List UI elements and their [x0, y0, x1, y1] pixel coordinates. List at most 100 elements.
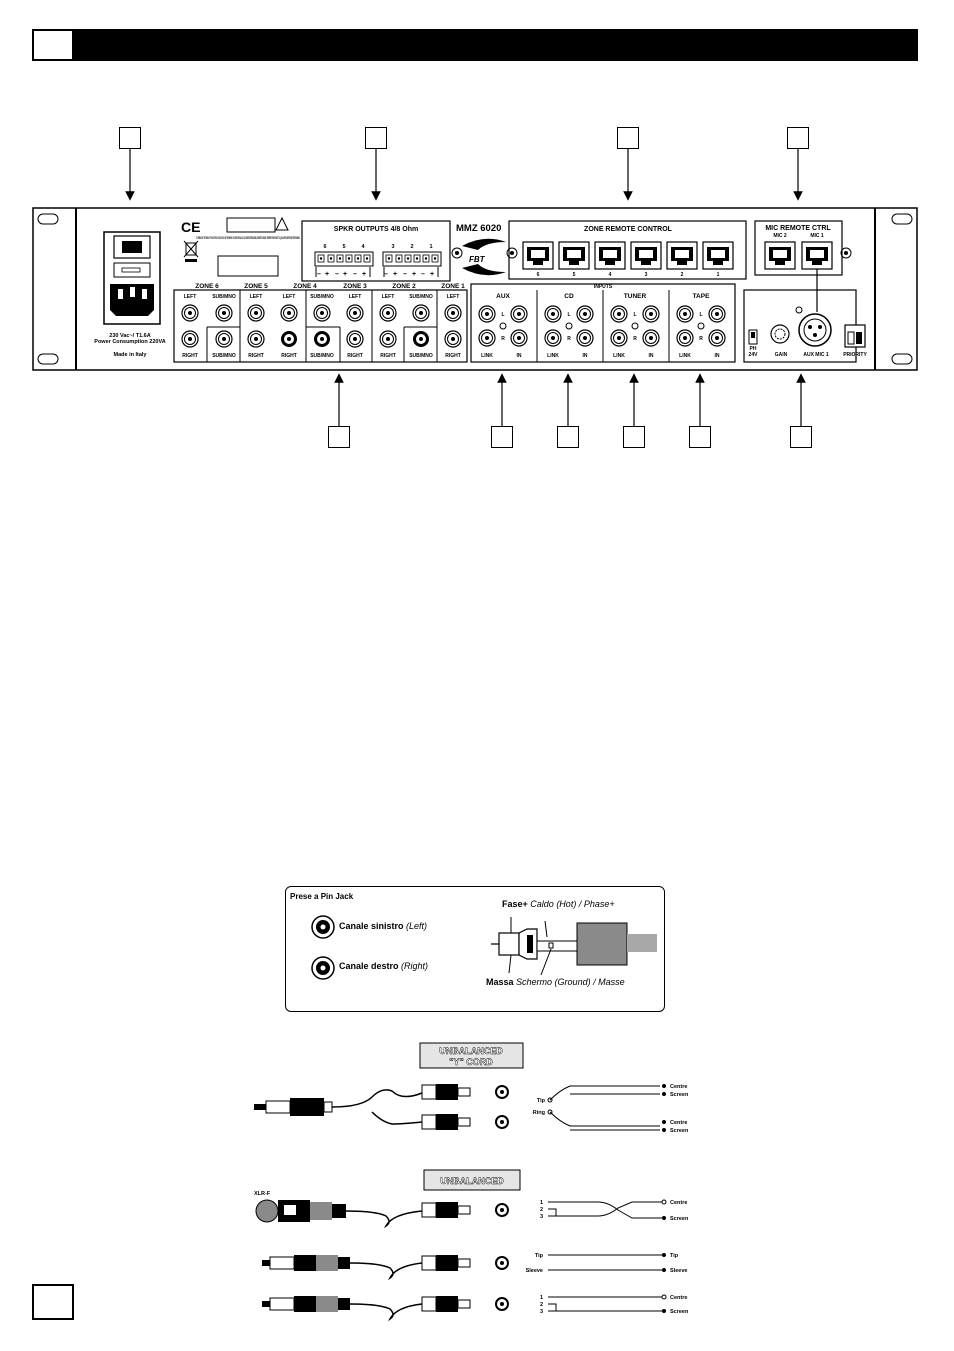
- tip-label-1: Tip: [537, 1098, 546, 1104]
- screw-terminal-dot: [406, 257, 410, 260]
- in-label: IN: [517, 353, 522, 359]
- in-label: IN: [649, 353, 654, 359]
- polarity-plus: +: [393, 271, 397, 278]
- screw-terminal-dot: [433, 257, 437, 260]
- callout-box: [491, 426, 513, 448]
- polarity-minus: –: [384, 271, 388, 278]
- svg-text:1: 1: [540, 1200, 543, 1206]
- link-label: LINK: [613, 353, 625, 359]
- y-cord-title-1: UNBALANCED: [439, 1046, 503, 1056]
- in-label: IN: [715, 353, 720, 359]
- mic-remote-title: MIC REMOTE CTRL: [765, 225, 831, 232]
- power-rating: 230 Vac~/ T1.6A: [109, 333, 150, 339]
- polarity-plus: +: [343, 271, 347, 278]
- rca-jack: [676, 329, 694, 347]
- svg-text:Sleeve: Sleeve: [670, 1268, 687, 1274]
- screw-terminal-dot: [329, 257, 333, 260]
- svg-text:2: 2: [540, 1207, 543, 1213]
- svg-text:1: 1: [540, 1295, 543, 1301]
- rca-jack: [544, 305, 562, 323]
- rj45-port: [666, 241, 698, 270]
- zone-name: ZONE 3: [343, 283, 367, 290]
- rca-jack: [444, 304, 462, 322]
- polarity-plus: +: [412, 271, 416, 278]
- ground-screw: [631, 322, 639, 330]
- mic2-label: MIC 2: [773, 233, 787, 239]
- ground-label: Massa Schermo (Ground) / Masse: [486, 977, 625, 987]
- svg-text:Centre: Centre: [670, 1200, 687, 1206]
- link-label: LINK: [481, 353, 493, 359]
- panel-label: RIGHT: [445, 353, 461, 359]
- rj45-port: [630, 241, 662, 270]
- input-name: CD: [564, 293, 574, 300]
- panel-label: LEFT: [283, 294, 296, 300]
- rca-jack: [510, 305, 528, 323]
- svg-text:3: 3: [540, 1214, 543, 1220]
- svg-text:Centre: Centre: [670, 1120, 687, 1126]
- input-name: AUX: [496, 293, 510, 300]
- svg-text:Centre: Centre: [670, 1295, 687, 1301]
- rca-jack: [379, 304, 397, 322]
- rca-jack: [313, 304, 331, 322]
- zone-remote-number: 5: [573, 272, 576, 278]
- panel-label: RIGHT: [182, 353, 198, 359]
- aux-mic-label: AUX MIC 1: [803, 352, 829, 358]
- xlr-input: [795, 306, 832, 347]
- warning-text: TO REDUCE THE RISK OF ELECTRIC SHOCK DO …: [196, 236, 300, 240]
- channel-l: L: [633, 312, 636, 318]
- channel-l: L: [501, 312, 504, 318]
- panel-label: RIGHT: [281, 353, 297, 359]
- rca-jack: [478, 305, 496, 323]
- section-header-bar: [74, 29, 918, 61]
- panel-label: LEFT: [349, 294, 362, 300]
- rca-jack: [181, 330, 199, 348]
- spkr-number: 2: [410, 244, 413, 250]
- zone-name: ZONE 5: [244, 283, 268, 290]
- page-number-box-bottom: [32, 1284, 74, 1320]
- svg-text:Tip: Tip: [670, 1253, 679, 1259]
- spkr-number: 3: [391, 244, 394, 250]
- spkr-number: 5: [342, 244, 345, 250]
- channel-r: R: [699, 336, 703, 342]
- ring-label: Ring: [533, 1110, 545, 1116]
- ground-screw: [697, 322, 705, 330]
- spkr-number: 1: [429, 244, 432, 250]
- rca-plug-drawing: [491, 917, 657, 976]
- spkr-number: 4: [361, 244, 365, 250]
- weee-bin-icon: [183, 240, 199, 262]
- screw-terminal-dot: [319, 257, 323, 260]
- screw-terminal-dot: [424, 257, 428, 260]
- svg-text:Screen: Screen: [670, 1216, 689, 1222]
- zone-name: ZONE 1: [441, 283, 465, 290]
- channel-l: L: [567, 312, 570, 318]
- polarity-plus: +: [362, 271, 366, 278]
- rca-jack: [576, 329, 594, 347]
- zone-remote-number: 2: [681, 272, 684, 278]
- callout-box: [328, 426, 350, 448]
- screw-terminal-dot: [365, 257, 369, 260]
- svg-text:Tip: Tip: [535, 1253, 544, 1259]
- rca-jack: [708, 329, 726, 347]
- rca-jack: [412, 330, 430, 348]
- svg-text:Sleeve: Sleeve: [526, 1268, 543, 1274]
- panel-label: LEFT: [447, 294, 460, 300]
- legend-title: Prese a Pin Jack: [290, 892, 354, 901]
- rj45-port: [522, 241, 554, 270]
- callout-box: [557, 426, 579, 448]
- spkr-outputs-title: SPKR OUTPUTS 4/8 Ohm: [334, 226, 418, 233]
- rca-jack: [215, 330, 233, 348]
- rca-jack: [642, 329, 660, 347]
- rca-jack: [280, 304, 298, 322]
- rca-jack: [576, 305, 594, 323]
- pin-jack-legend: Prese a Pin Jack Canale sinistro (Left) …: [285, 886, 665, 1012]
- model-name: MMZ 6020: [456, 223, 501, 234]
- link-label: LINK: [547, 353, 559, 359]
- screw-terminal-dot: [356, 257, 360, 260]
- made-in: Made in Italy: [113, 352, 147, 358]
- phantom-voltage: 24V: [749, 352, 759, 358]
- rca-jack: [280, 330, 298, 348]
- screw-terminal-dot: [347, 257, 351, 260]
- rca-jack: [181, 304, 199, 322]
- panel-label: SUB/MNO: [310, 353, 334, 359]
- channel-r: R: [633, 336, 637, 342]
